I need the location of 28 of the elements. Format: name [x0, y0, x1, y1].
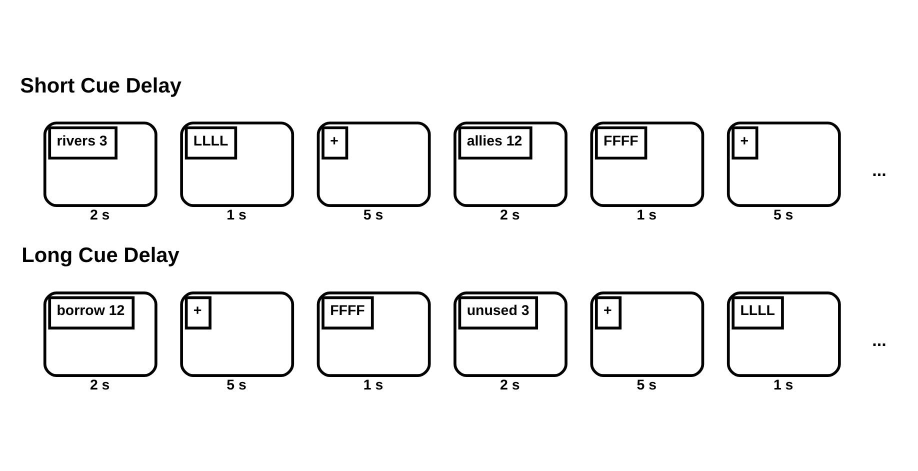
node-box: FFFF [590, 122, 704, 208]
label: ... [872, 331, 886, 350]
node-label: 1 s [773, 377, 794, 394]
node-box: unused 3 [454, 292, 568, 377]
node-label: 1 s [363, 377, 384, 394]
node-label: 2 s [90, 207, 110, 224]
node-box: + [726, 122, 841, 208]
node-label: 5 s [636, 377, 657, 394]
node-label: 1 s [636, 207, 657, 224]
node-label: 2 s [500, 377, 520, 394]
label: ... [872, 161, 886, 180]
node-label: 5 s [226, 377, 246, 394]
node-label: 5 s [363, 207, 384, 224]
node-box: FFFF [316, 292, 431, 377]
node-label: 1 s [226, 207, 246, 224]
node-box: rivers 3 [43, 122, 158, 208]
label: Long Cue Delay [22, 244, 180, 268]
node-label: 2 s [500, 207, 520, 224]
node-box: + [180, 292, 294, 377]
label: Short Cue Delay [20, 74, 182, 98]
node-box: LLLL [726, 292, 841, 377]
node-box: + [590, 292, 704, 377]
node-label: 2 s [90, 377, 110, 394]
node-box: LLLL [180, 122, 294, 208]
node-box: + [316, 122, 431, 208]
node-box: allies 12 [454, 122, 568, 208]
node-box: borrow 12 [43, 292, 158, 377]
node-label: 5 s [773, 207, 794, 224]
